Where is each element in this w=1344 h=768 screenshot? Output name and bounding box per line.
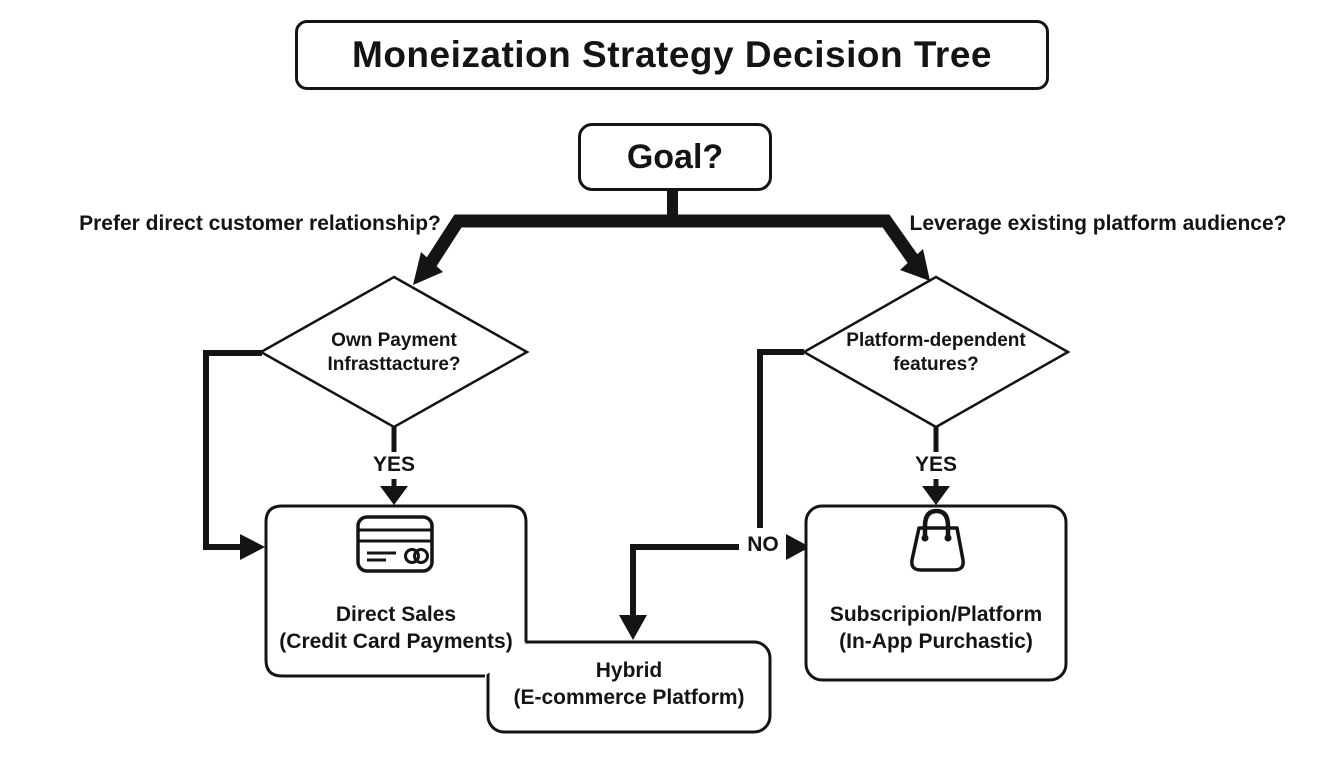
no-connector [619,534,810,640]
subscription-label: Subscripion/Platform (In-App Purchastic) [812,601,1060,655]
no-label: NO [747,533,779,556]
diagram-title-box: Moneization Strategy Decision Tree [295,20,1049,90]
right-branch-question: Leverage existing platform audience? [909,212,1287,235]
left-elbow-connector [203,350,265,560]
direct-sales-line1: Direct Sales [335,603,457,626]
subscription-line1: Subscripion/Platform [829,603,1043,626]
hybrid-arrowhead [619,615,647,640]
left-diamond-line1: Own Payment [331,330,457,351]
direct-sales-line2: (Credit Card Payments) [279,630,513,653]
hybrid-label: Hybrid (E-commerce Platform) [492,657,766,711]
diagram-title: Moneization Strategy Decision Tree [352,34,992,75]
right-diamond-label: Platform-dependent features? [836,329,1036,377]
branch-connector [413,186,930,285]
credit-card-icon [356,515,434,573]
left-yes-connector [380,427,408,505]
goal-node: Goal? [578,123,772,191]
left-branch-arrowhead [413,252,443,285]
shopping-bag-icon [910,508,965,572]
hybrid-line1: Hybrid [595,659,663,682]
right-branch-arrowhead [900,249,930,281]
subscription-node-box [804,504,1068,682]
no-arrowhead [786,534,810,560]
right-elbow-connector [757,349,804,528]
direct-sales-label: Direct Sales (Credit Card Payments) [272,601,520,655]
right-yes-label: YES [914,453,958,476]
left-diamond-line2: Infrasttacture? [327,354,461,375]
hybrid-line2: (E-commerce Platform) [513,686,745,709]
right-diamond-line1: Platform-dependent [846,330,1026,351]
right-diamond-line2: features? [893,354,979,375]
left-branch-question: Prefer direct customer relationship? [79,212,441,235]
hybrid-node-box [486,640,772,734]
right-yes-connector [922,427,950,505]
left-yes-label: YES [372,453,416,476]
goal-node-label: Goal? [626,137,724,176]
direct-sales-node-box [264,504,528,678]
subscription-line2: (In-App Purchastic) [839,630,1033,653]
left-diamond-label: Own Payment Infrasttacture? [294,329,494,377]
